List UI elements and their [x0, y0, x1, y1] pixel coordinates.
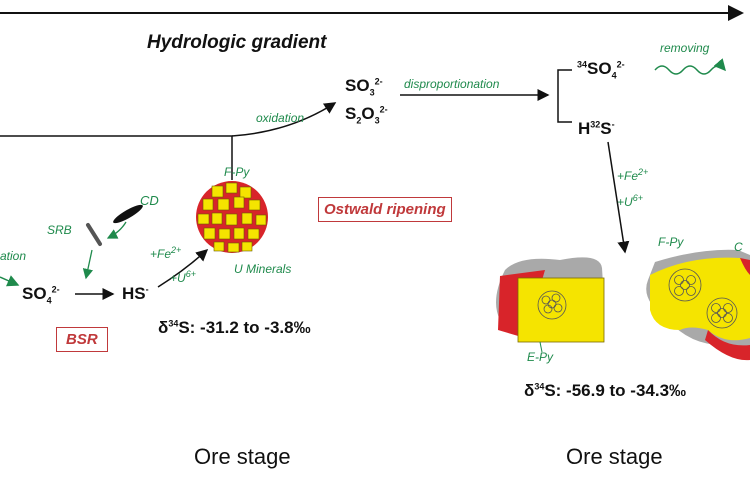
- cd-label: CD: [140, 193, 159, 208]
- framboid-pyrite-aggregate: [646, 249, 750, 361]
- u-minerals-label: U Minerals: [234, 262, 292, 276]
- stage-label-right: Ore stage: [566, 444, 663, 469]
- removing-wavy-arrow: [654, 58, 726, 75]
- ation-fragment: ation: [0, 249, 27, 263]
- cd-arrow: [106, 221, 127, 239]
- u-addition-left: +U6+: [170, 269, 196, 285]
- euhedral-pyrite-grain: [496, 257, 605, 343]
- epy-label: E-Py: [527, 350, 554, 364]
- incoming-arrow: [0, 275, 20, 287]
- hydrologic-gradient-label: Hydrologic gradient: [147, 32, 327, 53]
- bsr-box: BSR: [56, 327, 108, 352]
- oxidation-arrow: [231, 102, 337, 137]
- sulfate-species: SO42-: [22, 284, 60, 306]
- fe-addition-right: +Fe2+: [617, 167, 649, 183]
- stage-label-left: Ore stage: [194, 444, 291, 469]
- fpy-left-label: F-Py: [224, 165, 250, 179]
- fe-addition-left: +Fe2+: [150, 245, 182, 261]
- isotope-range-left: δ34S: -31.2 to -3.8‰: [158, 318, 311, 337]
- framboid-pyrite-cluster: [196, 181, 268, 253]
- heavy-sulfate-species: 34SO42-: [577, 59, 625, 81]
- srb-arrow: [82, 249, 93, 280]
- light-sulfide-species: H32S-: [578, 119, 615, 138]
- u-addition-right: +U6+: [617, 193, 643, 209]
- cd-crystal: [113, 204, 143, 224]
- hs-to-framboid-arrow: [157, 248, 209, 288]
- ostwald-ripening-label: Ostwald ripening: [324, 201, 446, 218]
- bisulfide-species: HS-: [122, 284, 149, 303]
- c-fragment-label: C: [734, 240, 743, 254]
- bsr-label: BSR: [66, 331, 98, 348]
- sulfite-species: SO32-: [345, 76, 383, 98]
- srb-bacteria: [86, 223, 102, 246]
- ostwald-ripening-box: Ostwald ripening: [318, 197, 452, 222]
- disproportionation-label: disproportionation: [404, 77, 500, 91]
- isotope-range-right: δ34S: -56.9 to -34.3‰: [524, 381, 687, 400]
- oxidation-label: oxidation: [256, 111, 305, 125]
- bracket: [557, 69, 572, 123]
- flow-line: [0, 135, 233, 180]
- thiosulfate-species: S2O32-: [345, 104, 388, 126]
- fpy-right-label: F-Py: [658, 235, 684, 249]
- h2s-down-arrow: [607, 141, 630, 254]
- srb-label: SRB: [47, 223, 72, 237]
- removing-label: removing: [660, 41, 710, 55]
- epy-leader: [539, 341, 543, 353]
